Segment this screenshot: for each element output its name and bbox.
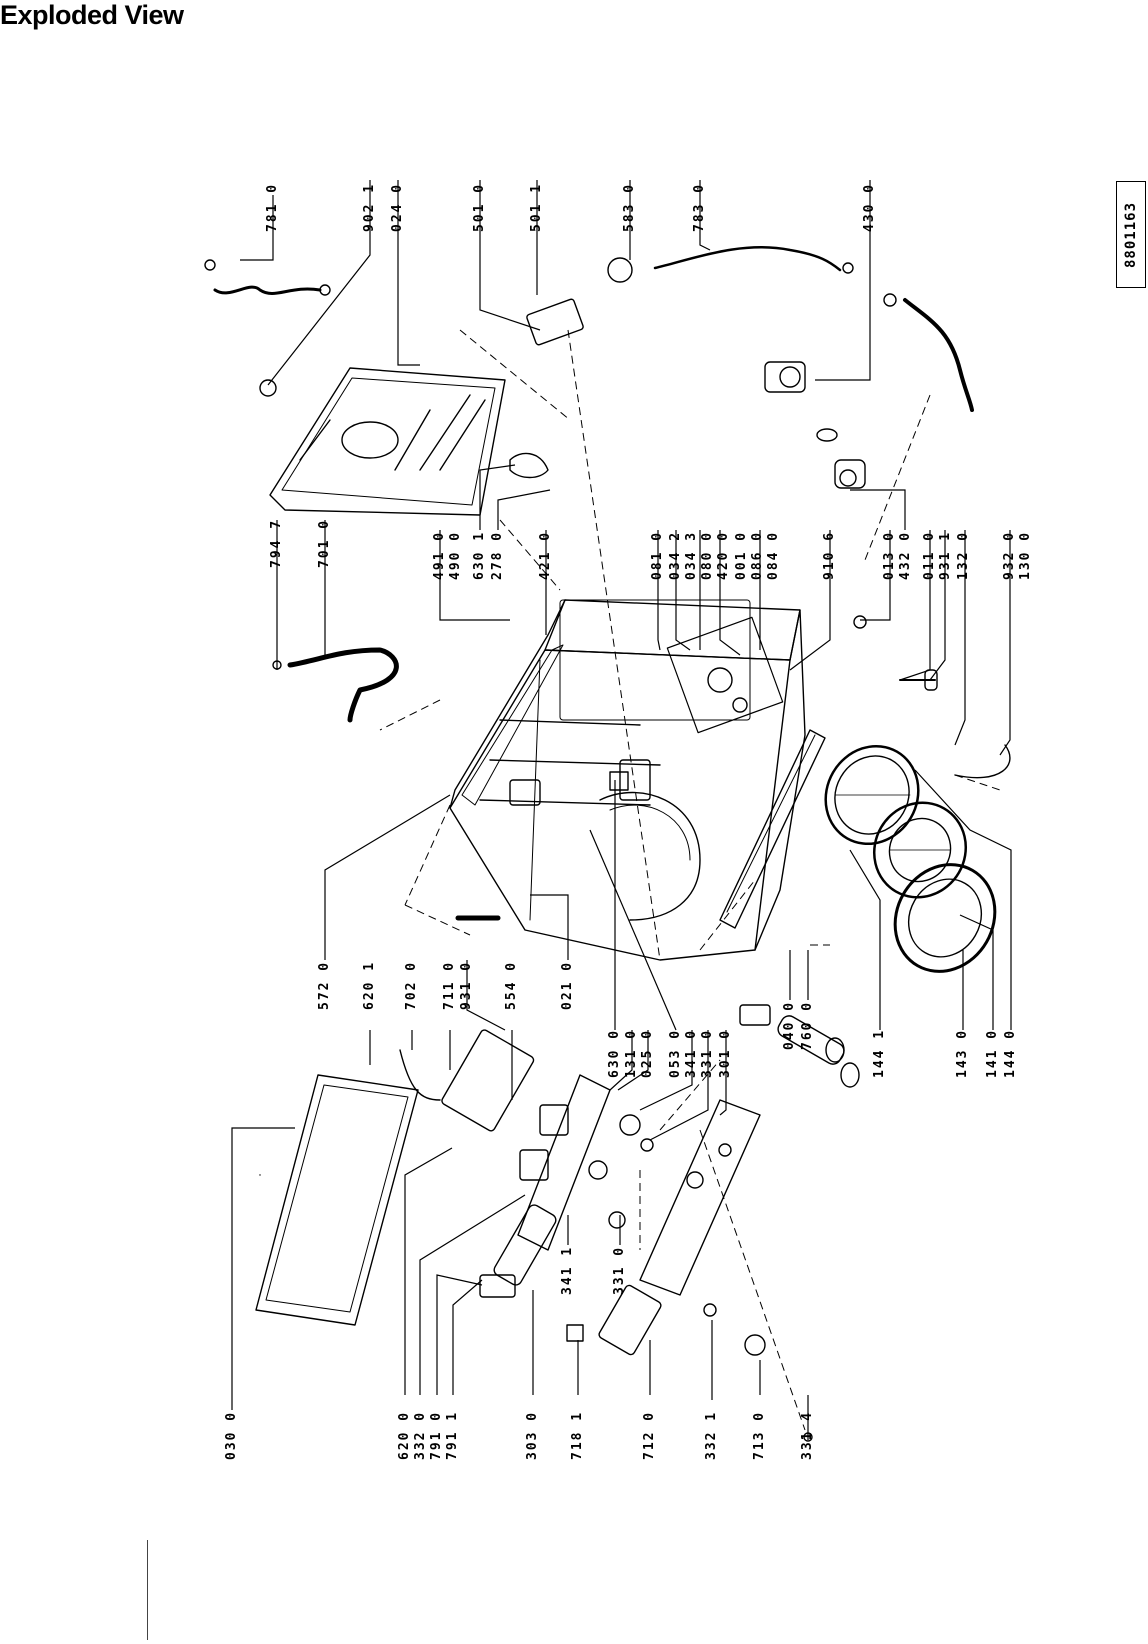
part-label: 501 1 (529, 182, 544, 232)
part-label: 420 0 (716, 530, 731, 580)
switch-583 (607, 257, 633, 283)
bracket-760 (739, 1004, 771, 1026)
part-label: 583 0 (622, 182, 637, 232)
part-label: 034 2 (668, 530, 683, 580)
ring-144 (824, 744, 920, 846)
part-label: 931 1 (938, 530, 953, 580)
part-label: 001 0 (734, 530, 749, 580)
part-label: 144 0 (1003, 1028, 1018, 1078)
part-label: 301 0 (718, 1028, 733, 1078)
part-label: 331 0 (700, 1028, 715, 1078)
part-label: 141 0 (985, 1028, 1000, 1078)
part-label: 341 1 (560, 1245, 575, 1295)
part-label: 791 1 (445, 1410, 460, 1460)
part-label: 341 0 (684, 1028, 699, 1078)
part-label: 932 0 (1002, 530, 1017, 580)
motor-group (764, 361, 866, 489)
part-label: 630 0 (607, 1028, 622, 1078)
part-label: 490 0 (448, 530, 463, 580)
part-label: 430 0 (862, 182, 877, 232)
front-strip (719, 729, 826, 929)
rear-panel (269, 367, 506, 516)
part-label: 702 0 (404, 960, 419, 1010)
part-label: 331 4 (800, 1410, 815, 1460)
lid-panel (255, 1074, 419, 1326)
part-label: 132 0 (956, 530, 971, 580)
knob-713 (744, 1334, 766, 1356)
relay-501 (526, 298, 584, 346)
part-label: 332 1 (704, 1410, 719, 1460)
part-label: 143 0 (955, 1028, 970, 1078)
part-label: 040 0 (782, 1000, 797, 1050)
bracket-791-1 (479, 1274, 516, 1298)
part-label: 760 0 (800, 1000, 815, 1050)
part-label: 620 0 (397, 1410, 412, 1460)
timer-711 (399, 1029, 535, 1132)
part-label: 421 0 (538, 530, 553, 580)
scan-margin-line (147, 1540, 148, 1640)
part-label: 701 0 (317, 518, 332, 568)
part-label: 781 0 (265, 182, 280, 232)
part-label: 130 0 (1018, 530, 1033, 580)
hose-701 (287, 647, 399, 723)
part-label: 053 0 (668, 1028, 683, 1078)
bracket-630-1 (509, 452, 549, 479)
part-label: 554 0 (504, 960, 519, 1010)
part-label: 432 0 (898, 530, 913, 580)
part-label: 011 0 (922, 530, 937, 580)
part-label: 025 0 (640, 1028, 655, 1078)
part-label: 080 0 (700, 530, 715, 580)
drum-141 (872, 801, 968, 899)
part-label: 332 0 (413, 1410, 428, 1460)
part-718 (566, 1324, 584, 1342)
switch-554 (539, 1104, 569, 1136)
drawer-303 (493, 1204, 557, 1286)
part-label: 712 0 (642, 1410, 657, 1460)
part-label: 501 0 (472, 182, 487, 232)
part-label: 084 0 (766, 530, 781, 580)
part-label: 024 0 (390, 182, 405, 232)
part-label: 791 0 (429, 1410, 444, 1460)
part-label: 081 0 (650, 530, 665, 580)
part-label: 572 0 (317, 960, 332, 1010)
harness-783 (653, 246, 842, 272)
cabinet-body (449, 599, 806, 961)
part-label: 491 0 (432, 530, 447, 580)
part-label: 303 0 (525, 1410, 540, 1460)
part-label: 620 1 (362, 960, 377, 1010)
part-label: 131 0 (624, 1028, 639, 1078)
part-label: 902 1 (362, 182, 377, 232)
part-label: 013 0 (882, 530, 897, 580)
part-label: 718 1 (570, 1410, 585, 1460)
part-label: 034 3 (684, 530, 699, 580)
page-title: Exploded View (0, 0, 184, 30)
dispenser-712 (598, 1284, 662, 1356)
part-label: 630 1 (472, 530, 487, 580)
part-label: 794 7 (269, 518, 284, 568)
part-label: 144 1 (872, 1028, 887, 1078)
part-932 (954, 744, 1011, 779)
part-label: 931 0 (459, 960, 474, 1010)
part-label: 021 0 (560, 960, 575, 1010)
part-label: 711 0 (442, 960, 457, 1010)
part-label: 086 0 (750, 530, 765, 580)
part-label: 331 0 (612, 1245, 627, 1295)
part-label: 783 0 (692, 182, 707, 232)
part-label: 030 0 (224, 1410, 239, 1460)
part-label: 713 0 (752, 1410, 767, 1460)
part-label: 278 0 (490, 530, 505, 580)
document-id-box: 8801163 (1116, 181, 1146, 288)
clip-902 (259, 379, 277, 397)
harness-430 (903, 298, 974, 412)
harness-781 (213, 285, 322, 295)
control-panel (517, 1074, 761, 1296)
part-label: 910 6 (822, 530, 837, 580)
